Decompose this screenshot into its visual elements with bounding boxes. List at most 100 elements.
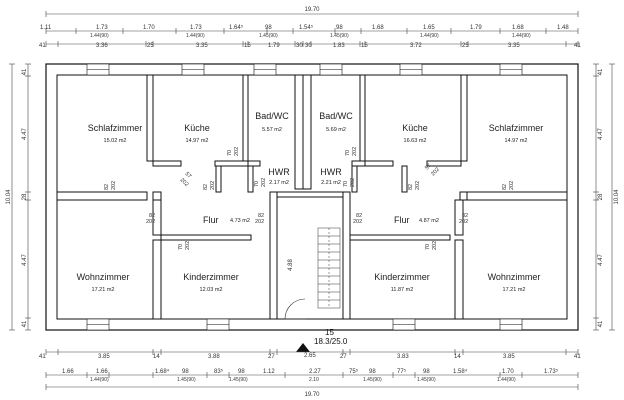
room-area: 14.97 m2 <box>186 138 209 144</box>
dim-label: 1.48 <box>557 25 569 31</box>
dim-label: 1.68 <box>372 25 384 31</box>
door-label: 70 <box>178 244 184 250</box>
dim-label: 25 <box>462 43 469 49</box>
door-label: 82 <box>104 184 110 190</box>
dim-label: 2.10 <box>309 377 319 383</box>
door-label: 202 <box>353 219 362 225</box>
dim-label: 1.45(90) <box>259 33 278 39</box>
room-area: 5.57 m2 <box>262 127 282 133</box>
bottom-dimensions <box>45 349 579 390</box>
door-label: 202 <box>146 219 155 225</box>
room-name: Schlafzimmer <box>489 123 544 133</box>
dim-label: 2.27 <box>309 369 321 375</box>
dim-label: 1.70 <box>143 25 155 31</box>
dim-label: 15 <box>244 43 251 49</box>
dim-label: 1.45(90) <box>330 33 349 39</box>
room-name: Flur <box>203 215 219 225</box>
dim-label: 98 <box>238 369 245 375</box>
door-label: 82 <box>203 184 209 190</box>
door-label: 57 <box>184 171 193 180</box>
door-label: 202 <box>234 147 240 156</box>
dim-label: 3.72 <box>410 43 422 49</box>
room-area: 4.87 m2 <box>419 218 439 224</box>
dim-side-left-outer: 10.04 <box>6 189 12 205</box>
dim-label: 3.88 <box>208 354 220 360</box>
dim-label: 41 <box>598 320 604 327</box>
side-dimensions <box>9 63 615 331</box>
dim-label: 3.85 <box>503 354 515 360</box>
dim-label: 98 <box>336 25 343 31</box>
dim-label: 1.68 <box>512 25 524 31</box>
dim-label: 27 <box>268 354 275 360</box>
dim-label: 1.44(90) <box>90 377 109 383</box>
door-label: 202 <box>352 147 358 156</box>
dim-label: 1.11 <box>40 25 52 31</box>
room-name: Kinderzimmer <box>183 272 239 282</box>
dim-label: 28 <box>598 193 604 200</box>
dim-label: 30 <box>305 43 312 49</box>
dim-bottom-row2: 1.66 1.66 1.68⁴ 98 83⁵ 98 1.12 2.27 75⁵ … <box>62 368 559 375</box>
dim-bottom-row1: 41 3.85 14 3.88 27 27 3.83 14 3.85 41 <box>39 354 581 360</box>
door-label: 82 <box>258 213 264 219</box>
door-labels: 82 202 82 202 70 202 70 202 70 202 70 20… <box>104 147 515 250</box>
room-area: 2.21 m2 <box>321 180 341 186</box>
dim-label: 98 <box>182 369 189 375</box>
dim-label: 3.85 <box>98 354 110 360</box>
door-label: 202 <box>509 181 515 190</box>
door-label: 57 <box>424 163 433 172</box>
top-dimensions <box>45 11 579 47</box>
dim-label: 98 <box>369 369 376 375</box>
dim-label: 41 <box>22 320 28 327</box>
door-label: 82 <box>356 213 362 219</box>
door-label: 202 <box>255 219 264 225</box>
dim-label: 1.68⁴ <box>155 368 170 375</box>
door-label: 70 <box>343 181 349 187</box>
dim-label: 1.66 <box>96 369 108 375</box>
dim-label: 41 <box>598 68 604 75</box>
door-label: 202 <box>185 241 191 250</box>
door-label: 202 <box>111 181 117 190</box>
dim-label: 41 <box>22 68 28 75</box>
dim-label: 1.58⁴ <box>453 368 468 375</box>
dim-label: 1.45(90) <box>229 377 248 383</box>
entrance-arrow-icon <box>296 343 310 352</box>
dim-label: 15 <box>361 43 368 49</box>
door-label: 202 <box>179 177 190 188</box>
room-area: 14.97 m2 <box>505 138 528 144</box>
room-name: HWR <box>268 167 290 177</box>
dim-label: 1.44(90) <box>186 33 205 39</box>
dim-label: 1.45(90) <box>417 377 436 383</box>
room-area: 17.21 m2 <box>503 287 526 293</box>
stair-steps: 15 <box>325 328 334 337</box>
dim-label: 1.83 <box>333 43 345 49</box>
room-name: Kinderzimmer <box>374 272 430 282</box>
dim-top-row2: 41 3.36 25 3.35 15 1.79 30 30 1.83 15 3.… <box>39 43 581 49</box>
dim-label: 1.73 <box>190 25 202 31</box>
room-name: Wohnzimmer <box>488 272 541 282</box>
dim-label: 1.44(90) <box>420 33 439 39</box>
dim-label: 1.79 <box>268 43 280 49</box>
dim-top-row1-sub: 1.44(90) 1.44(90) 1.45(90) 1.45(90) 1.44… <box>90 33 531 39</box>
door-label: 202 <box>459 219 468 225</box>
room-area: 2.17 m2 <box>269 180 289 186</box>
room-area: 17.21 m2 <box>92 287 115 293</box>
door-label: 70 <box>227 150 233 156</box>
dim-label: 98 <box>423 369 430 375</box>
room-area: 15.02 m2 <box>104 138 127 144</box>
dim-label: 4.47 <box>598 128 604 140</box>
dim-label: 30 <box>296 43 303 49</box>
dim-label: 4.47 <box>22 254 28 266</box>
dim-label: 1.64⁵ <box>229 24 244 31</box>
door-label: 82 <box>149 213 155 219</box>
dim-bottom-row2-sub: 1.44(90) 1.45(90) 1.45(90) 2.10 1.45(90)… <box>90 377 516 383</box>
door-label: 202 <box>415 181 421 190</box>
room-area: 5.69 m2 <box>326 127 346 133</box>
room-area: 16.63 m2 <box>404 138 427 144</box>
dim-label: 83⁵ <box>214 368 224 375</box>
stair-ratio: 18.3/25.0 <box>314 337 348 346</box>
dim-top-row1: 1.11 1.73 1.70 1.73 1.64⁵ 98 1.54⁵ 98 1.… <box>40 24 569 31</box>
dim-top-overall: 19.70 <box>304 7 320 13</box>
stair-height: 4.88 <box>288 259 294 271</box>
dim-label: 3.36 <box>96 43 108 49</box>
